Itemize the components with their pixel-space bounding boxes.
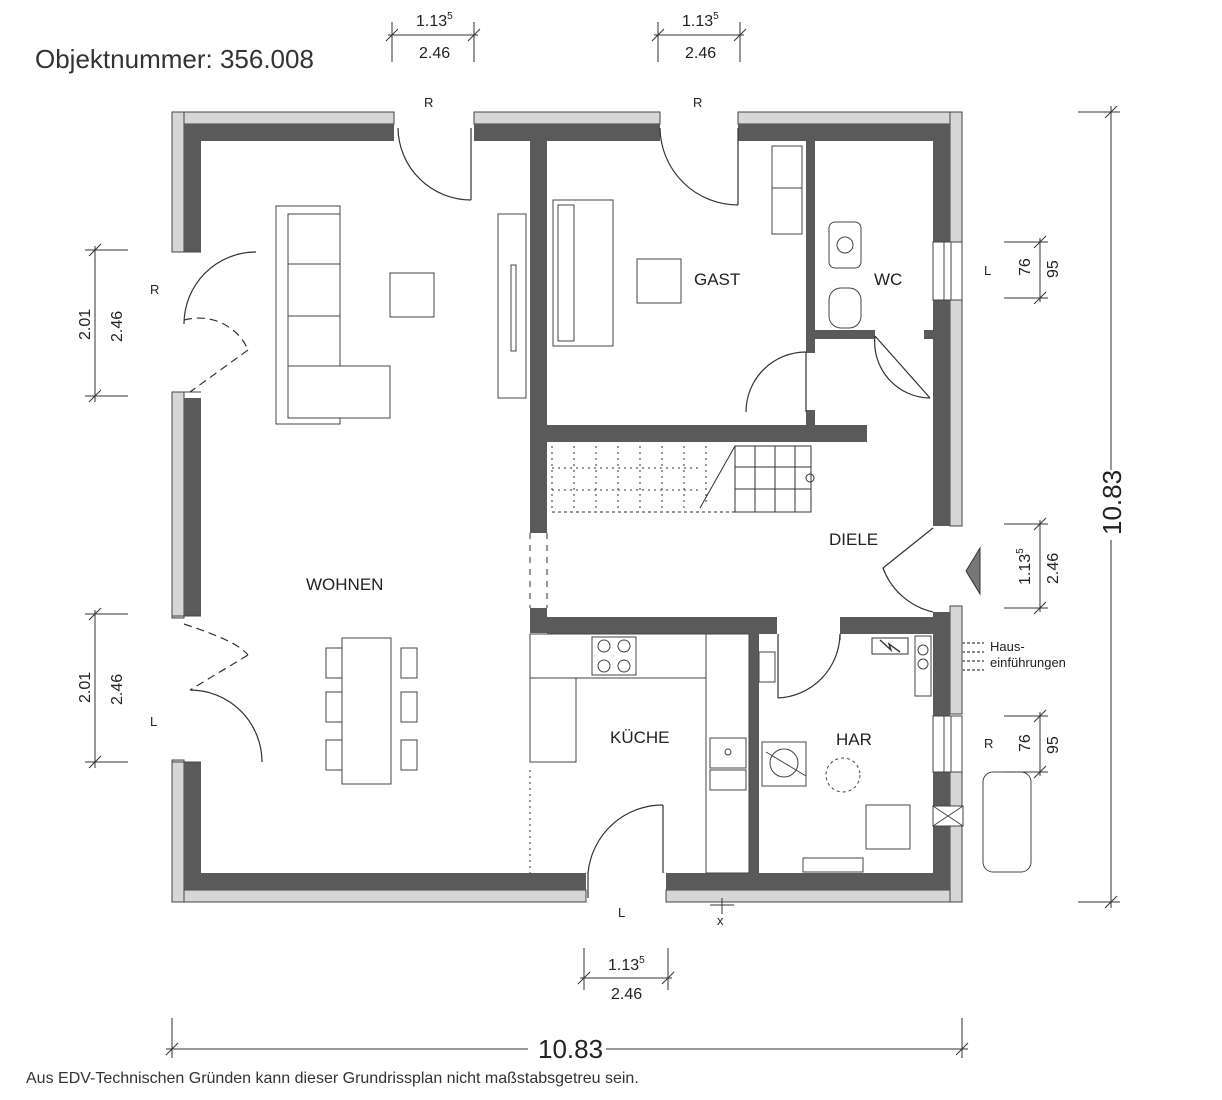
- dim-width-bottom: 2.46: [611, 986, 642, 1003]
- toilet: [828, 287, 862, 329]
- dining-table: [341, 637, 392, 785]
- haus-einfuehrungen-line1: Haus-: [990, 639, 1025, 654]
- window-openings: [172, 241, 963, 773]
- object-number: Objektnummer: 356.008: [35, 44, 314, 74]
- room-label-wc: WC: [874, 270, 902, 289]
- dim-width-left-lower: 2.46: [109, 674, 126, 705]
- room-label-har: HAR: [836, 730, 872, 749]
- dimension-lines: [85, 22, 1120, 1058]
- utility-entry-lines: [962, 642, 984, 671]
- disclaimer-note: Aus EDV-Technischen Gründen kann dieser …: [26, 1070, 639, 1087]
- dim-sill-front: 1.135: [1015, 548, 1034, 585]
- outer-wall-insulation: [171, 111, 963, 903]
- table-gast: [636, 258, 682, 304]
- doors: [183, 127, 934, 898]
- window-mark-top-left: R: [424, 95, 433, 110]
- haus-einfuehrungen-line2: einführungen: [990, 655, 1066, 670]
- outer-wall-masonry: [184, 124, 950, 890]
- window-mark-right-wc: L: [984, 263, 991, 278]
- dim-width-wc-window: 95: [1045, 260, 1062, 278]
- shelf-gast: [771, 145, 803, 235]
- dim-height-har-window: 76: [1017, 734, 1034, 752]
- room-label-diele: DIELE: [829, 530, 878, 549]
- dim-width-top-left: 2.46: [419, 45, 450, 62]
- window-mark-top-right: R: [693, 95, 702, 110]
- dim-width-top-right: 2.46: [685, 45, 716, 62]
- dim-width-har-window: 95: [1045, 736, 1062, 754]
- window-mark-fixed: x: [717, 913, 724, 928]
- dim-door-height-left-lower: 2.01: [77, 672, 94, 703]
- dim-width-front: 2.46: [1045, 553, 1062, 584]
- dim-height-wc-window: 76: [1017, 258, 1034, 276]
- room-label-kueche: KÜCHE: [610, 728, 670, 747]
- dim-sill-bottom: 1.135: [608, 955, 645, 974]
- interior-walls: [530, 141, 933, 873]
- electric-symbol: [871, 637, 909, 655]
- washer: [865, 804, 911, 850]
- dim-overall-height: 10.83: [1097, 470, 1127, 535]
- dim-door-height-left-upper: 2.01: [77, 309, 94, 340]
- dim-overall-width: 10.83: [538, 1034, 603, 1064]
- outside-container: [982, 771, 1032, 873]
- entrance-arrow-icon: [965, 546, 981, 596]
- dim-sill-top-right: 1.135: [682, 11, 719, 30]
- staircase: [529, 445, 815, 873]
- window-mark-left-lower: L: [150, 714, 157, 729]
- room-label-gast: GAST: [694, 270, 740, 289]
- furniture: [275, 145, 1032, 874]
- window-mark-left-upper: R: [150, 282, 159, 297]
- coffee-table: [389, 272, 435, 318]
- dim-sill-top-left: 1.135: [416, 11, 453, 30]
- window-mark-right-har: R: [984, 736, 993, 751]
- dim-width-left-upper: 2.46: [109, 311, 126, 342]
- window-mark-bottom: L: [618, 905, 625, 920]
- room-label-wohnen: WOHNEN: [306, 575, 383, 594]
